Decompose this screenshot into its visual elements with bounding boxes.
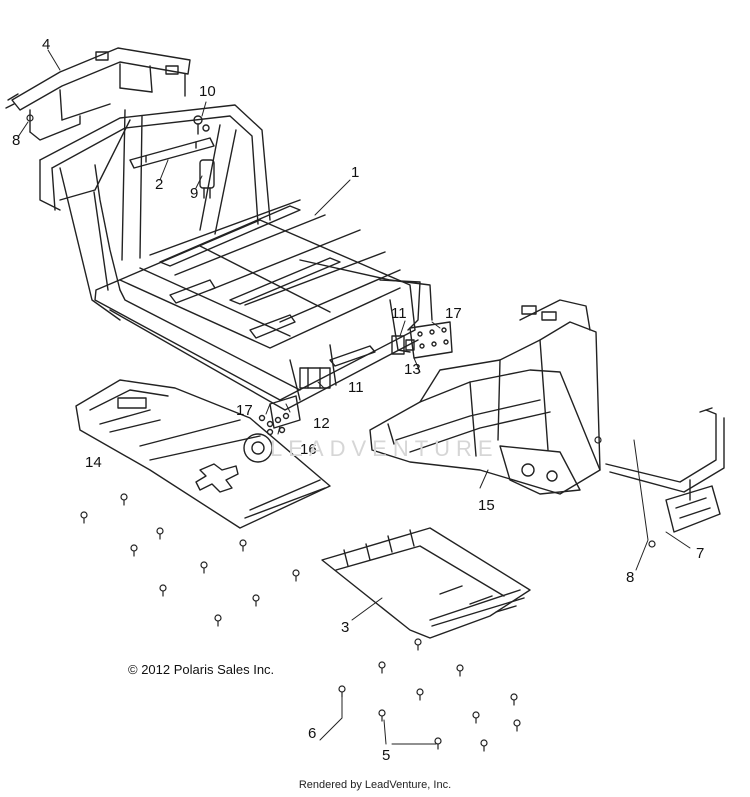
callout-11-upper: 11 <box>391 305 407 322</box>
callout-16: 16 <box>300 441 317 458</box>
callout-8-top: 8 <box>12 132 21 149</box>
pin-fastener <box>214 614 222 627</box>
part-3-rear-skid-plate <box>321 527 531 639</box>
washer-parts <box>26 114 656 548</box>
part-17-fastener-strip-upper <box>409 321 453 359</box>
callout-14: 14 <box>85 454 102 471</box>
callout-4: 4 <box>42 36 51 53</box>
callout-12: 12 <box>313 415 330 432</box>
callout-17-upper: 17 <box>445 305 462 322</box>
pin-fastener <box>239 539 247 552</box>
part-12-plate <box>269 395 301 429</box>
part-10-bolt <box>193 115 210 135</box>
part-9-clamp <box>199 159 215 199</box>
part-11-bracket-upper <box>391 335 415 355</box>
pin-fastener <box>510 693 518 706</box>
part-16-hardware-set <box>258 412 290 436</box>
pin-fastener <box>338 685 346 698</box>
pin-fastener <box>292 569 300 582</box>
pin-fastener <box>472 711 480 724</box>
callout-13: 13 <box>404 361 421 378</box>
copyright-notice: © 2012 Polaris Sales Inc. <box>128 662 275 677</box>
part-14-front-skid-plate <box>75 379 331 529</box>
pin-fastener <box>378 661 386 674</box>
pin-fastener <box>159 584 167 597</box>
fastener-pins <box>80 493 521 752</box>
leader-lines <box>17 49 691 745</box>
callout-2: 2 <box>155 176 164 193</box>
pin-fastener <box>80 511 88 524</box>
pin-fastener <box>200 561 208 574</box>
callout-6: 6 <box>308 725 317 742</box>
callout-3: 3 <box>341 619 350 636</box>
rendered-by-footer: Rendered by LeadVenture, Inc. <box>298 779 452 791</box>
part-15-rear-frame <box>369 299 601 495</box>
watermark-text: LEADVENTURE <box>270 436 499 461</box>
part-7-rear-bumper <box>605 407 725 533</box>
callout-5: 5 <box>382 747 391 764</box>
callout-7: 7 <box>696 545 705 562</box>
pin-fastener <box>456 664 464 677</box>
callout-11-lower: 11 <box>348 379 364 396</box>
callout-8-right: 8 <box>626 569 635 586</box>
part-1-main-frame <box>39 104 433 411</box>
pin-fastener <box>416 688 424 701</box>
pin-fastener <box>156 527 164 540</box>
callout-15: 15 <box>478 497 495 514</box>
part-4-front-bracket <box>5 47 191 141</box>
callout-9: 9 <box>190 185 199 202</box>
pin-fastener <box>252 594 260 607</box>
pin-fastener <box>480 739 488 752</box>
part-2-cross-tube <box>129 137 215 169</box>
pin-fastener <box>434 737 442 750</box>
pin-fastener <box>130 544 138 557</box>
part-11-bracket-lower <box>299 367 331 389</box>
pin-fastener <box>120 493 128 506</box>
callout-10: 10 <box>199 83 216 100</box>
pin-fastener <box>513 719 521 732</box>
callout-1: 1 <box>351 164 360 181</box>
pin-fastener <box>378 709 386 722</box>
callout-17-lower: 17 <box>236 402 253 419</box>
pin-fastener <box>414 638 422 651</box>
